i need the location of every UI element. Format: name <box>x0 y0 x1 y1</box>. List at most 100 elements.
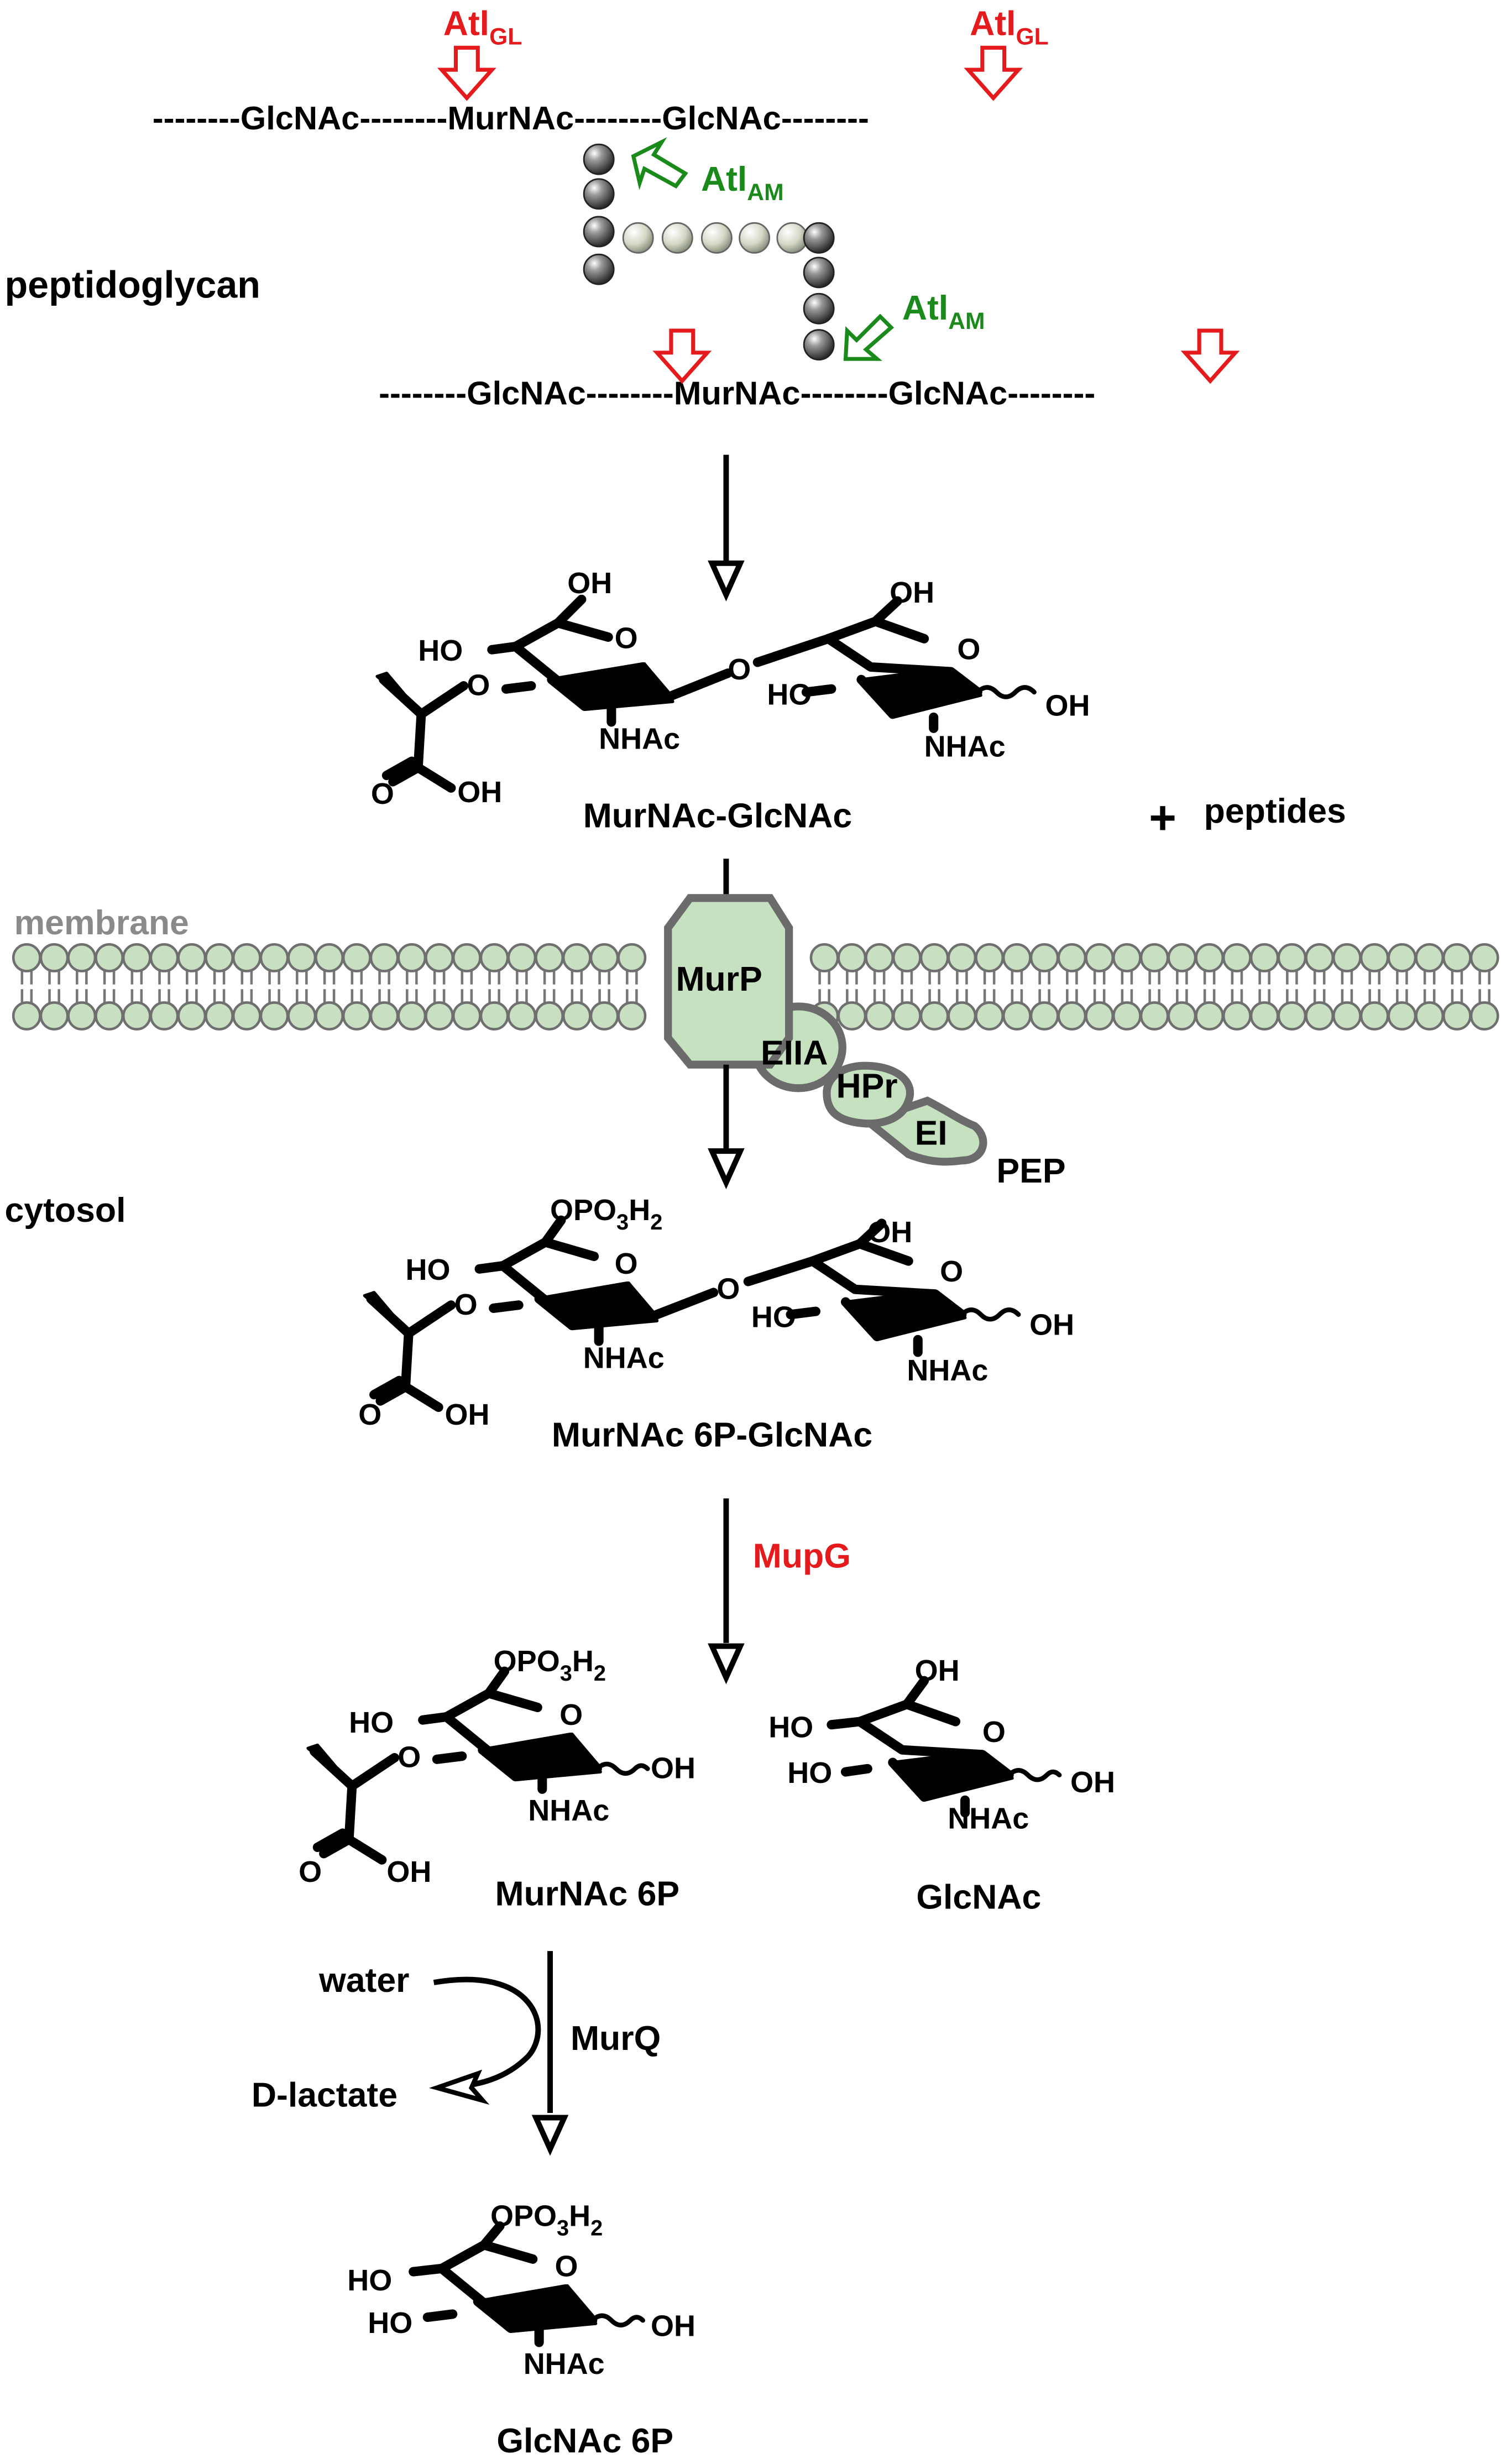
lipid-head <box>479 1001 509 1031</box>
murq-label: MurQ <box>571 2019 661 2058</box>
svg-text:O: O <box>716 1272 740 1305</box>
lipid-head <box>589 943 619 972</box>
lipid-head <box>397 943 427 972</box>
lipid-head <box>12 1001 41 1031</box>
lipid-head <box>919 943 949 972</box>
lipid-head <box>1002 943 1032 972</box>
eiia-label: EIIA <box>761 1034 828 1073</box>
lipid-head <box>479 943 509 972</box>
lipid-head <box>1139 1001 1169 1031</box>
strand-bottom: --------GlcNAc--------MurNAc--------GlcN… <box>379 375 1095 412</box>
lipid-head <box>315 943 344 972</box>
lipid-head <box>1167 1001 1197 1031</box>
lipid-head <box>837 1001 867 1031</box>
svg-text:NHAc: NHAc <box>524 2347 605 2381</box>
lipid-head <box>177 1001 207 1031</box>
plus-sign: + <box>1149 792 1176 844</box>
lipid-head <box>425 943 454 972</box>
svg-text:O: O <box>555 2250 578 2283</box>
lipid-head <box>535 943 564 972</box>
svg-text:O: O <box>957 632 980 666</box>
lipid-head <box>1442 1001 1472 1031</box>
glcnac6p-name: GlcNAc 6P <box>496 2421 673 2460</box>
glucosaminidase-cut-arrow-right <box>968 48 1018 98</box>
lipid-head <box>1387 1001 1417 1031</box>
lipid-head <box>1415 1001 1445 1031</box>
svg-text:OPO3H2: OPO3H2 <box>494 1645 606 1686</box>
atlam-label-top: AtlAM <box>701 160 784 206</box>
lipid-head <box>562 1001 592 1031</box>
lipid-head <box>67 943 97 972</box>
svg-text:NHAc: NHAc <box>948 1802 1029 1835</box>
lipid-head <box>837 943 867 972</box>
cytosol-label: cytosol <box>5 1191 126 1230</box>
svg-text:O: O <box>982 1715 1006 1749</box>
lipid-head <box>589 1001 619 1031</box>
hpr-label: HPr <box>836 1066 897 1105</box>
svg-text:OPO3H2: OPO3H2 <box>490 2200 603 2241</box>
svg-text:HO: HO <box>349 1706 394 1739</box>
glcnac-name: GlcNAc <box>916 1877 1041 1916</box>
lipid-head <box>452 943 482 972</box>
lipid-head <box>1057 1001 1087 1031</box>
lipid-head <box>947 943 977 972</box>
lipid-head <box>1085 943 1115 972</box>
lipid-head <box>1112 1001 1142 1031</box>
mupg-label: MupG <box>753 1536 851 1575</box>
svg-text:NHAc: NHAc <box>528 1794 609 1827</box>
lipid-head <box>1277 1001 1307 1031</box>
glcnac6p-structure: OPO3H2 HO O HO OH NHAc <box>347 2200 695 2381</box>
lipid-head <box>315 1001 344 1031</box>
lipid-head <box>975 1001 1005 1031</box>
lipid-head <box>1469 943 1499 972</box>
lipid-head <box>507 1001 537 1031</box>
lipid-head <box>287 943 317 972</box>
svg-text:HO: HO <box>751 1300 796 1333</box>
lipid-head <box>369 1001 399 1031</box>
svg-text:O: O <box>615 1247 638 1280</box>
murnac6p-glcnac-name: MurNAc 6P-GlcNAc <box>552 1416 872 1455</box>
lipid-head <box>1085 1001 1115 1031</box>
glucosaminidase-cut-arrow-bottom-right <box>1185 331 1236 381</box>
svg-text:AtlAM: AtlAM <box>701 160 784 206</box>
svg-text:HO: HO <box>368 2306 412 2340</box>
membrane-label: membrane <box>14 903 189 942</box>
arrow-to-disaccharide <box>712 454 740 595</box>
peptide-crosslink-beads <box>583 143 835 361</box>
lipid-head <box>39 943 69 972</box>
lipid-head <box>287 1001 317 1031</box>
svg-text:NHAc: NHAc <box>583 1341 665 1374</box>
lipid-head <box>1029 1001 1059 1031</box>
strand-top: --------GlcNAc--------MurNAc--------GlcN… <box>153 100 869 137</box>
lipid-head <box>1359 1001 1389 1031</box>
svg-text:AtlGL: AtlGL <box>970 4 1049 50</box>
lipid-head <box>809 943 839 972</box>
murnac6p-glcnac-structure: OPO3H2 HO O O NHAc O OH O OH O HO OH NHA… <box>358 1194 1074 1431</box>
svg-text:O: O <box>358 1398 381 1431</box>
lipid-head <box>1415 943 1445 972</box>
peptidoglycan-section: peptidoglycan --------GlcNAc--------MurN… <box>5 4 1236 412</box>
lipid-head <box>892 943 922 972</box>
lipid-head <box>1332 943 1362 972</box>
lipid-head <box>535 1001 564 1031</box>
lipid-head <box>947 1001 977 1031</box>
murp-label: MurP <box>676 960 762 998</box>
glucosaminidase-cut-arrow-bottom-left <box>657 331 707 381</box>
svg-text:O: O <box>940 1255 963 1288</box>
lipid-head <box>205 943 234 972</box>
svg-text:OH: OH <box>890 576 934 609</box>
svg-text:HO: HO <box>405 1253 450 1286</box>
dlactate-label: D-lactate <box>252 2076 398 2115</box>
svg-text:OH: OH <box>457 776 502 809</box>
lipid-head <box>232 943 262 972</box>
lipid-head <box>259 943 289 972</box>
pts-proteins <box>664 894 987 1166</box>
lipid-head <box>149 1001 179 1031</box>
lipid-head <box>259 1001 289 1031</box>
lipid-head <box>95 1001 124 1031</box>
peptides-label: peptides <box>1204 792 1346 830</box>
lipid-head <box>39 1001 69 1031</box>
svg-text:O: O <box>371 777 394 810</box>
lipid-head <box>95 943 124 972</box>
